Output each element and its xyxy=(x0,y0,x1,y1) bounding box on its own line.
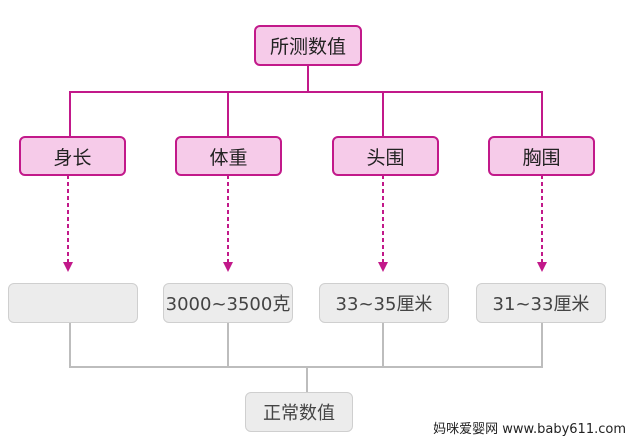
normal-value-weight: 3000~3500克 xyxy=(163,283,293,323)
measure-node-weight: 体重 xyxy=(175,136,282,176)
result-node: 正常数值 xyxy=(245,392,353,432)
measure-label: 体重 xyxy=(209,146,248,169)
root-node: 所测数值 xyxy=(254,25,362,66)
result-label: 正常数值 xyxy=(263,403,335,424)
root-label: 所测数值 xyxy=(269,36,346,58)
measure-node-chest: 胸围 xyxy=(488,136,595,176)
normal-value-label: 31~33厘米 xyxy=(492,294,590,315)
normal-value-label: 3000~3500克 xyxy=(165,294,291,315)
measure-node-head: 头围 xyxy=(332,136,439,176)
site-watermark: 妈咪爱婴网 www.baby611.com xyxy=(433,422,626,437)
normal-value-length xyxy=(8,283,138,323)
measure-label: 身长 xyxy=(53,146,92,169)
normal-value-head: 33~35厘米 xyxy=(319,283,449,323)
normal-value-chest: 31~33厘米 xyxy=(476,283,606,323)
measure-label: 头围 xyxy=(366,146,405,169)
measure-node-length: 身长 xyxy=(19,136,126,176)
normal-value-label: 33~35厘米 xyxy=(335,294,433,315)
measure-label: 胸围 xyxy=(522,146,561,169)
